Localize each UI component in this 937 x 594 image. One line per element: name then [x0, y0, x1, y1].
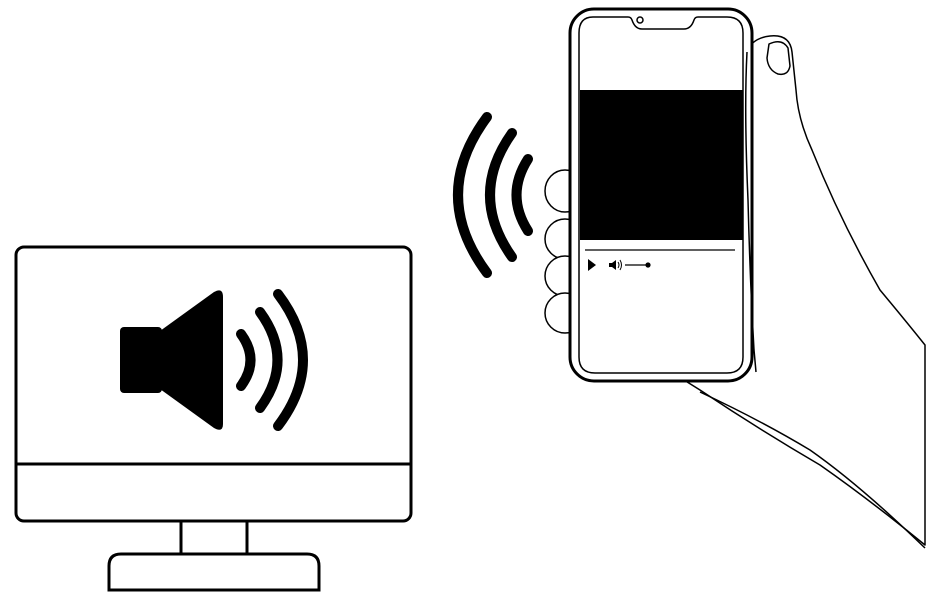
video-area — [580, 90, 743, 240]
hand-thumb-nail — [767, 42, 790, 75]
front-camera — [637, 17, 643, 23]
signal-wave-medium — [490, 133, 512, 257]
volume-slider-handle[interactable] — [645, 262, 650, 267]
speaker-box — [120, 327, 162, 393]
wireless-waves-icon — [458, 117, 528, 273]
signal-wave-small — [517, 159, 529, 231]
smartphone — [570, 9, 752, 381]
monitor-stand-base — [109, 554, 319, 590]
monitor-stand-neck — [181, 521, 247, 554]
signal-wave-large — [458, 117, 487, 273]
